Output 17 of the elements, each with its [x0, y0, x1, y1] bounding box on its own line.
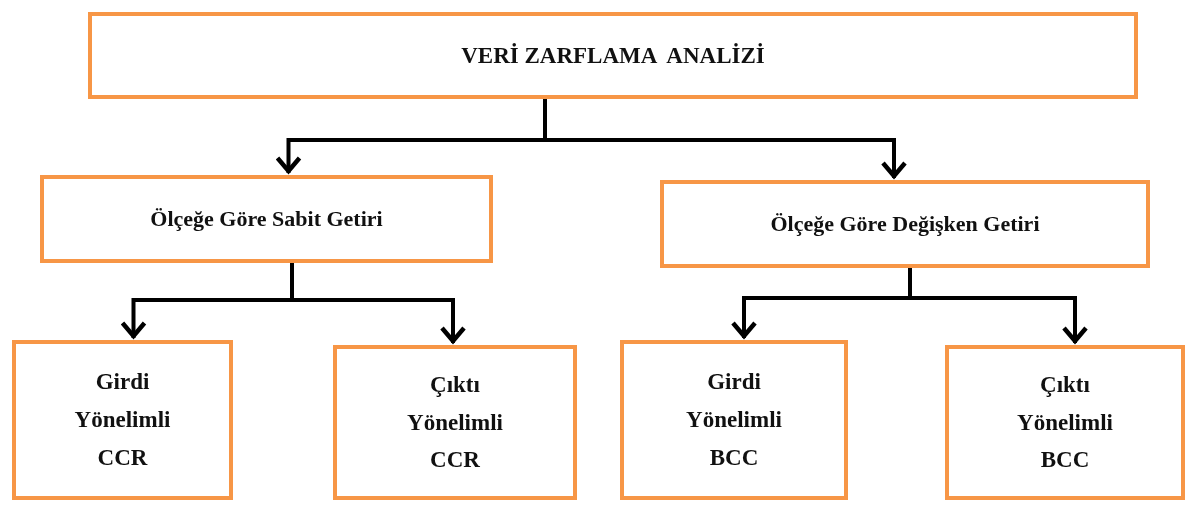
arrow — [543, 99, 908, 179]
arrow — [290, 263, 467, 344]
box-label: Ölçeğe Göre Değişken Getiri — [770, 211, 1040, 237]
process-box — [88, 12, 1138, 99]
box-label: Çıktı Yönelimli CCR — [407, 370, 503, 475]
process-box — [333, 345, 577, 500]
arrow — [908, 268, 1089, 344]
process-box — [660, 180, 1150, 268]
process-box — [945, 345, 1185, 500]
box-label: Girdi Yönelimli BCC — [686, 368, 782, 472]
box-label: Ölçeğe Göre Sabit Getiri — [150, 206, 383, 232]
process-box — [620, 340, 848, 500]
process-box — [40, 175, 493, 263]
box-label: Çıktı Yönelimli BCC — [1017, 370, 1113, 475]
box-label: VERİ ZARFLAMA ANALİZİ — [461, 42, 765, 69]
process-box — [12, 340, 233, 500]
box-label: Girdi Yönelimli CCR — [74, 368, 171, 472]
